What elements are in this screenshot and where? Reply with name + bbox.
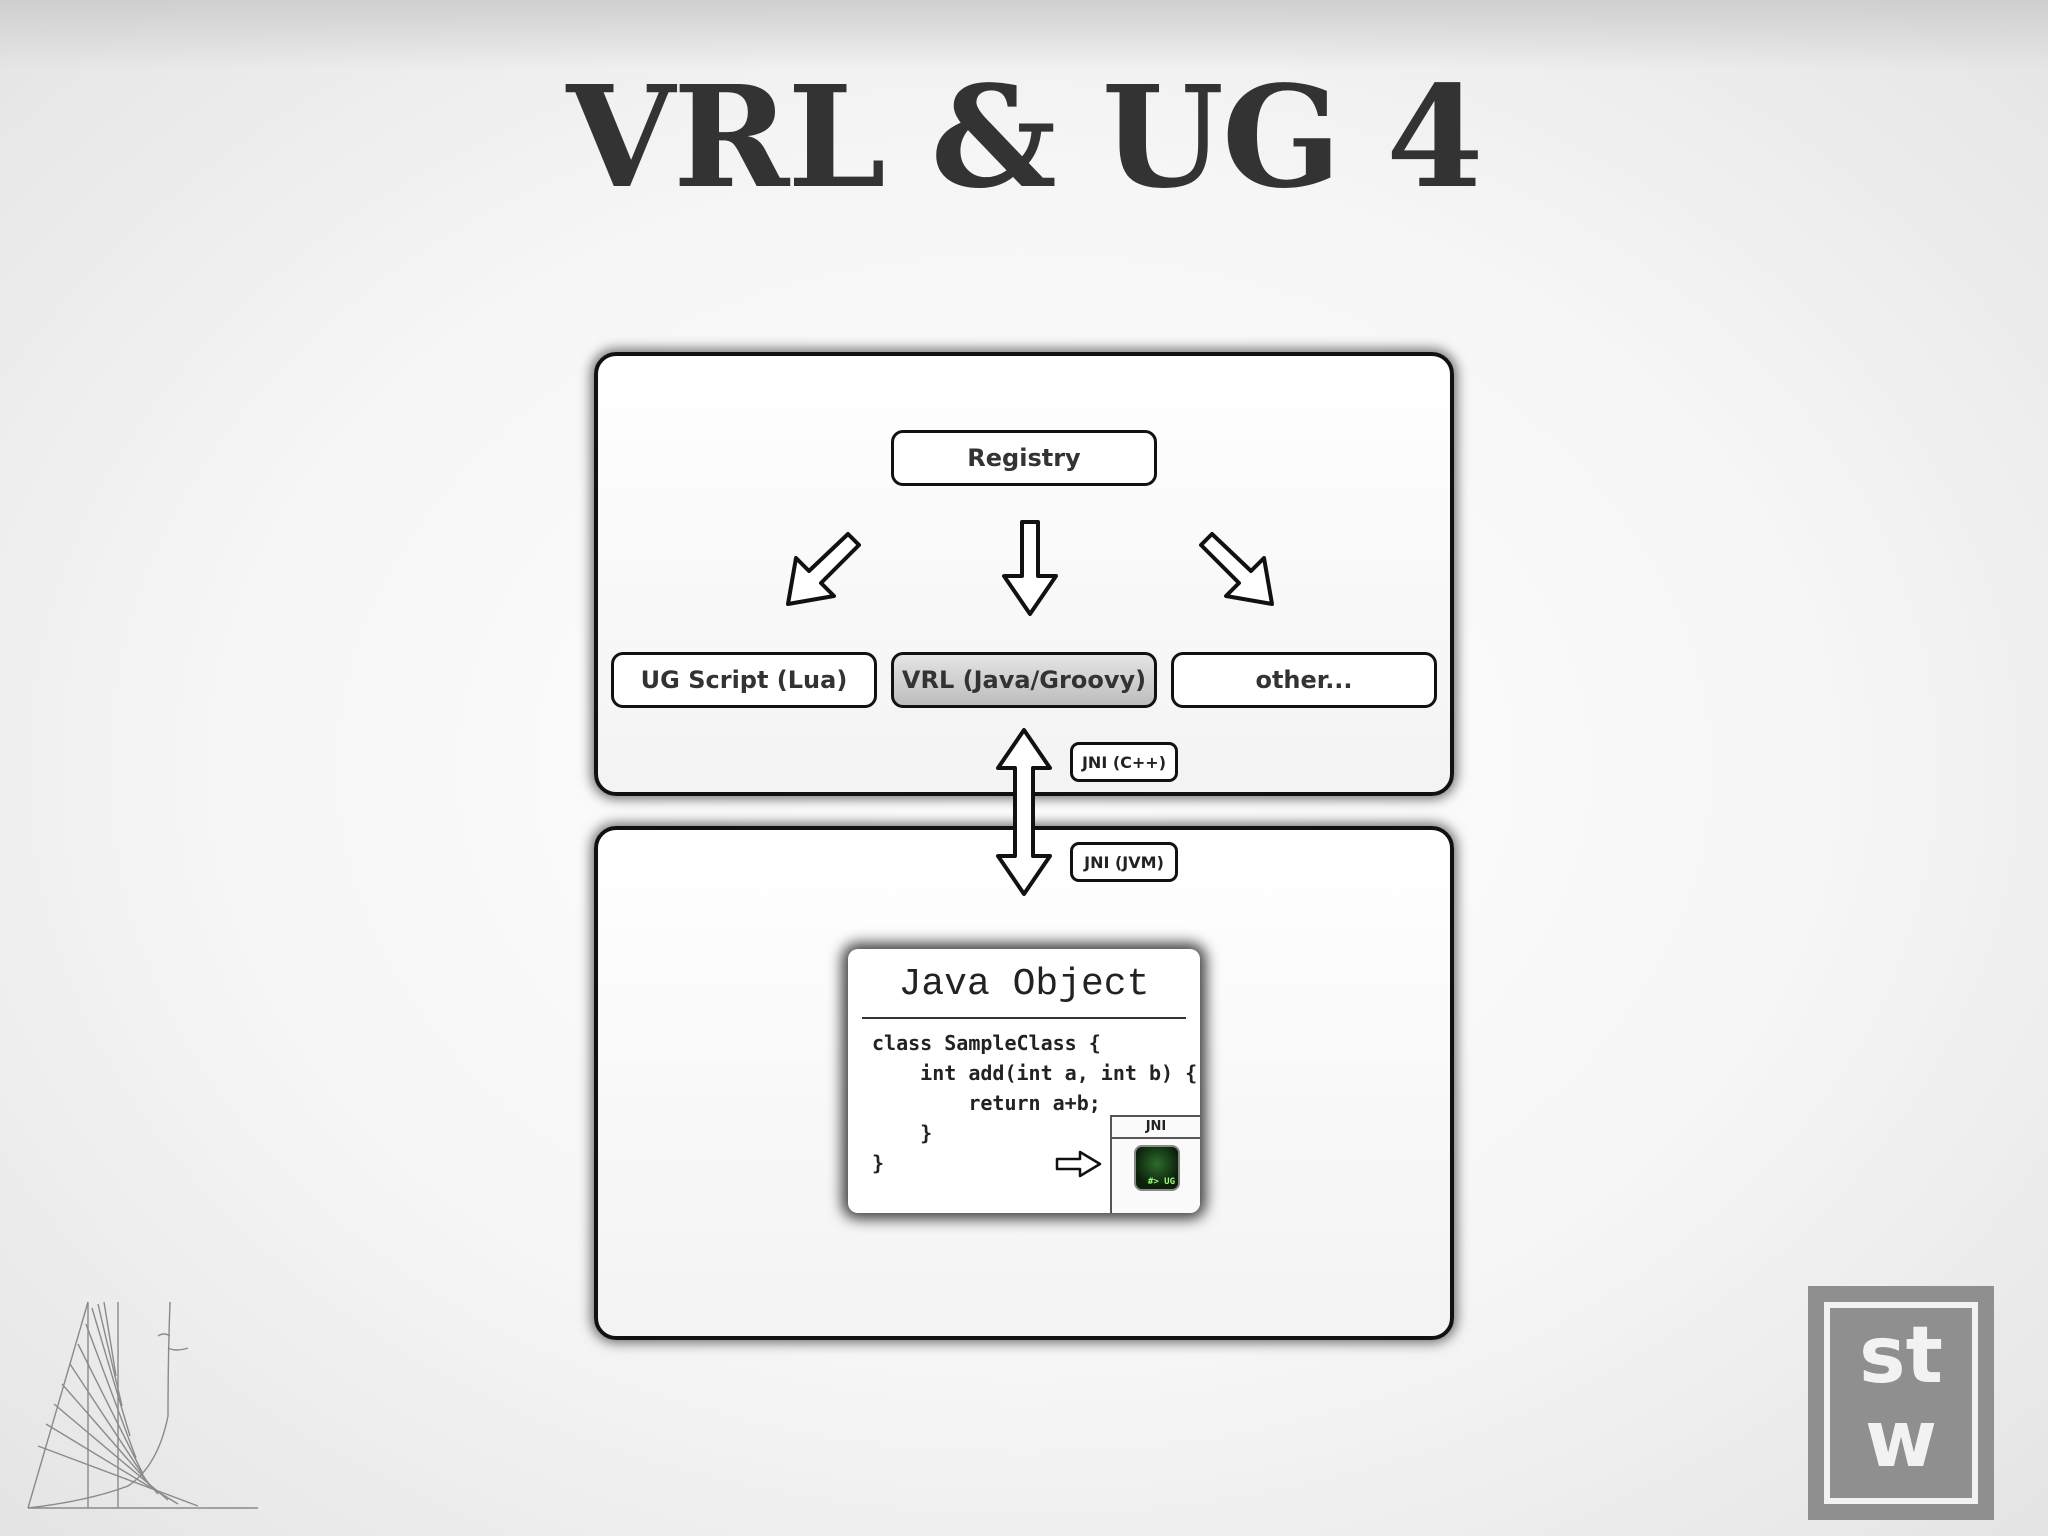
stw-logo-line1: st bbox=[1859, 1311, 1943, 1401]
slide-title: VRL & UG 4 bbox=[566, 56, 1483, 220]
terminal-icon: #> UG bbox=[1134, 1145, 1180, 1191]
jni-cpp-tag: JNI (C++) bbox=[1070, 742, 1178, 782]
jni-panel-label: JNI bbox=[1112, 1117, 1200, 1139]
arrow-down-icon bbox=[1002, 520, 1058, 616]
jni-cpp-label: JNI (C++) bbox=[1081, 752, 1167, 772]
java-object-title: Java Object bbox=[898, 963, 1150, 1006]
vrl-box: VRL (Java/Groovy) bbox=[891, 652, 1157, 708]
other-box: other... bbox=[1171, 652, 1437, 708]
scripting-layer-panel bbox=[594, 352, 1454, 796]
vrl-label: VRL (Java/Groovy) bbox=[901, 666, 1147, 694]
arrow-down-right-icon bbox=[1199, 532, 1274, 606]
code-line: } bbox=[872, 1151, 885, 1175]
arrow-right-icon bbox=[1055, 1150, 1102, 1178]
jni-jvm-tag: JNI (JVM) bbox=[1070, 842, 1178, 882]
code-line: int add(int a, int b) { bbox=[872, 1061, 1198, 1085]
other-label: other... bbox=[1255, 666, 1353, 694]
ug-script-label: UG Script (Lua) bbox=[640, 666, 848, 694]
code-line: class SampleClass { bbox=[872, 1031, 1101, 1055]
stw-logo-frame: st w bbox=[1824, 1302, 1978, 1504]
registry-label: Registry bbox=[967, 444, 1081, 472]
jni-jvm-label: JNI (JVM) bbox=[1084, 852, 1164, 872]
ug-script-box: UG Script (Lua) bbox=[611, 652, 877, 708]
jni-panel: JNI #> UG bbox=[1110, 1115, 1200, 1213]
double-arrow-icon bbox=[996, 728, 1052, 896]
stw-logo-line2: w bbox=[1864, 1395, 1938, 1485]
terminal-text: #> UG bbox=[1147, 1177, 1175, 1187]
code-line: } bbox=[872, 1121, 933, 1145]
arrow-down-left-icon bbox=[786, 532, 861, 606]
java-object-card: Java Object class SampleClass { int add(… bbox=[848, 949, 1200, 1213]
code-line: return a+b; bbox=[872, 1091, 1101, 1115]
stw-logo: st w bbox=[1808, 1286, 1994, 1520]
top-shade bbox=[0, 0, 2048, 70]
registry-box: Registry bbox=[891, 430, 1157, 486]
title-divider bbox=[862, 1017, 1186, 1019]
curve-sketch-logo bbox=[27, 1301, 258, 1509]
